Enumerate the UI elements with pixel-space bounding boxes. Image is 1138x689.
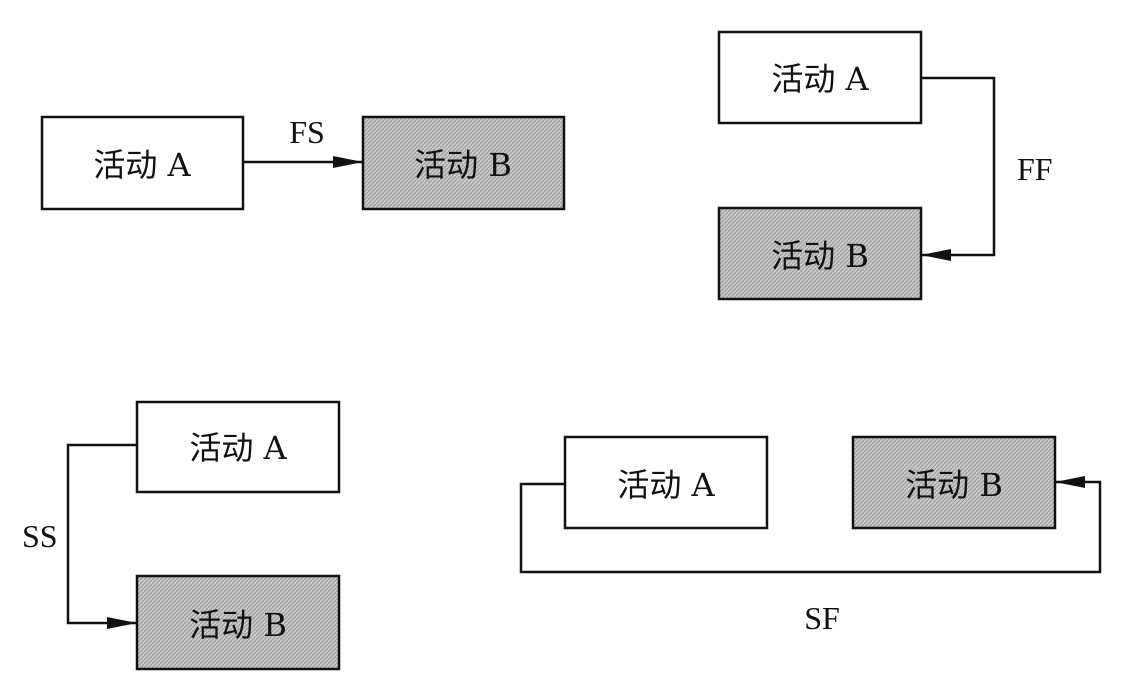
ff-activity-b-label: 活动 B: [771, 237, 869, 275]
fs-activity-b-box: [361, 115, 566, 211]
sf-relation: 活动 A 活动 B SF: [519, 435, 1102, 636]
fs-activity-b-label: 活动 B: [414, 146, 512, 184]
fs-activity-a-box: [40, 115, 245, 211]
ss-label: SS: [22, 518, 58, 554]
sf-activity-a-box: [563, 435, 769, 530]
fs-relation: 活动 A 活动 B FS: [40, 114, 566, 211]
ss-activity-a-box: [135, 400, 341, 494]
sf-arrow: [519, 476, 1102, 574]
sf-activity-b-label: 活动 B: [905, 466, 1003, 504]
fs-label: FS: [289, 114, 325, 150]
ss-arrow: [66, 443, 137, 629]
ff-activity-a-label: 活动 A: [771, 60, 869, 98]
ss-activity-b-box: [135, 574, 341, 671]
ss-activity-b-label: 活动 B: [189, 606, 287, 644]
ss-relation: 活动 A 活动 B SS: [22, 400, 341, 671]
fs-activity-a-label: 活动 A: [93, 146, 191, 184]
sf-activity-a-label: 活动 A: [617, 466, 715, 504]
ff-relation: 活动 A 活动 B FF: [717, 30, 1053, 301]
ff-activity-a-box: [717, 30, 923, 125]
ff-arrow: [921, 76, 996, 261]
ff-label: FF: [1017, 151, 1053, 187]
sf-label: SF: [804, 600, 840, 636]
ss-activity-a-label: 活动 A: [189, 429, 287, 467]
